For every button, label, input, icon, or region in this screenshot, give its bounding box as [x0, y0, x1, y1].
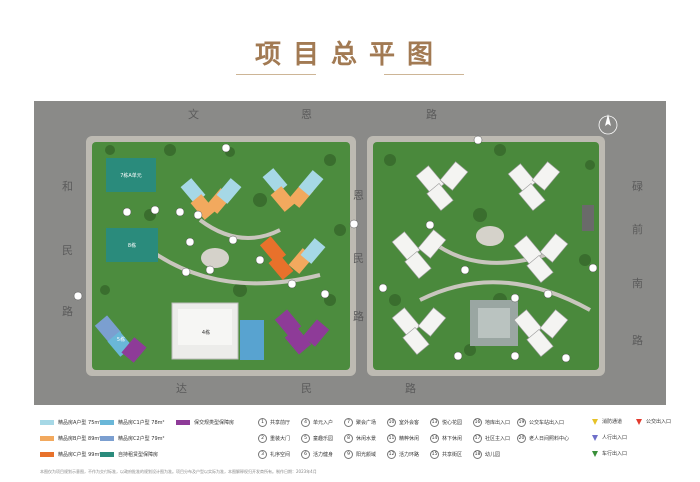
access-vehicle: 车行出入口: [592, 450, 627, 457]
plaza-left: [201, 248, 229, 268]
building-cluster-left-3: [259, 236, 326, 280]
legend-swatch-c2: [100, 436, 114, 441]
street-top-mid: 恩: [301, 108, 312, 121]
access-pedestrian: 人行出入口: [592, 434, 627, 441]
watermark-sub: LEJU: [655, 462, 667, 468]
building-label-5: 5栋: [117, 336, 125, 343]
paths-layer: [148, 218, 591, 312]
page-title: 项目总平图: [254, 40, 445, 70]
kindergarten-play-area: [240, 320, 264, 360]
fire-lane-icon: [592, 418, 598, 425]
street-right-a: 碌: [632, 180, 643, 193]
legend-unit-c: 精品房C户型 99m²: [58, 452, 102, 458]
street-bottom-a: 达: [176, 382, 187, 395]
street-left-c: 路: [62, 305, 73, 318]
street-bottom-b: 民: [301, 382, 312, 395]
high-rise-clusters-right: [391, 161, 569, 357]
building-label-8: 8栋: [128, 242, 136, 249]
building-label-4: 4栋: [202, 329, 210, 336]
building-cluster-left-2: [262, 168, 324, 212]
access-fire-lane: 消防通道: [592, 418, 622, 425]
trees-layer: [100, 144, 595, 356]
community-center-building: [582, 205, 594, 231]
legend-swatch-b: [40, 436, 54, 441]
access-bus: 公交出入口: [636, 418, 671, 425]
disclaimer-note: 本图仅为项目规划示意图，不作为交付标准，以政府批准的规划设计图为准。项目分布及户…: [40, 469, 317, 474]
pedestrian-entry-icon: [592, 434, 598, 441]
legend-swatch-c1: [100, 420, 114, 425]
street-left-a: 和: [62, 180, 73, 193]
tower-cluster-r4: [513, 233, 569, 283]
tower-cluster-r5: [391, 307, 447, 355]
legend-unit-c1: 精品房C1户型 78m²: [118, 420, 165, 426]
legend-unit-rental: 自持租赁型保障房: [118, 452, 159, 458]
legend-unit-c2: 精品房C2户型 79m²: [118, 436, 165, 442]
street-right-b: 前: [632, 223, 643, 236]
street-mid-a: 恩: [353, 189, 364, 202]
street-top-left: 文: [188, 108, 199, 121]
teal-buildings: [106, 158, 158, 262]
plaza-right: [476, 226, 504, 246]
north-arrow: [598, 114, 618, 135]
tower-cluster-r6: [513, 309, 569, 357]
vehicle-entry-icon: [592, 450, 598, 457]
legend-swatch-c: [40, 452, 54, 457]
tower-cluster-r3: [391, 229, 447, 279]
building-label-7a: 7栋A单元: [120, 172, 142, 179]
street-mid-c: 路: [353, 310, 364, 323]
bus-entry-icon: [636, 418, 642, 425]
building-cluster-purple: [274, 309, 330, 355]
street-top-right: 路: [426, 108, 437, 121]
legend-unit-b: 精品房B户型 89m²: [58, 436, 102, 442]
street-right-c: 南: [632, 277, 643, 290]
legend-unit-a: 精品房A户型 75m²: [58, 420, 102, 426]
street-left-b: 民: [62, 244, 73, 257]
building-cluster-5: [94, 315, 147, 363]
facility-markers: [73, 135, 598, 363]
building-cluster-left-1: [180, 178, 242, 220]
watermark-logo: 乐居: [640, 449, 671, 467]
street-mid-b: 民: [353, 252, 364, 265]
street-right-d: 路: [632, 334, 643, 347]
legend-unit-affordable: 保交规类型保障房: [194, 420, 235, 426]
tower-cluster-r1: [415, 161, 469, 211]
title-divider-left: [236, 74, 316, 75]
legend-swatch-a: [40, 420, 54, 425]
legend-swatch-affordable: [176, 420, 190, 425]
street-bottom-c: 路: [405, 382, 416, 395]
tower-cluster-r2: [507, 161, 561, 211]
title-divider-right: [384, 74, 464, 75]
legend-swatch-rental: [100, 452, 114, 457]
